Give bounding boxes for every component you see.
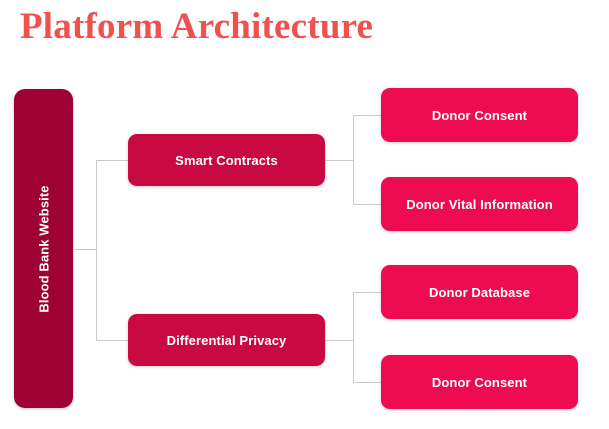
connector-root-to-smart-contracts xyxy=(96,160,129,161)
node-label: Donor Consent xyxy=(431,107,528,123)
node-donor-vital-information[interactable]: Donor Vital Information xyxy=(381,177,578,231)
node-differential-privacy[interactable]: Differential Privacy xyxy=(128,314,325,366)
connector-smart-contracts-stub xyxy=(325,160,354,161)
node-donor-consent-top[interactable]: Donor Consent xyxy=(381,88,578,142)
page-title: Platform Architecture xyxy=(20,6,374,47)
connector-smart-contracts-to-donor-vital-information xyxy=(353,204,382,205)
root-node-label: Blood Bank Website xyxy=(36,184,51,313)
node-label: Donor Database xyxy=(428,284,531,300)
root-node-blood-bank-website[interactable]: Blood Bank Website xyxy=(14,89,73,408)
connector-root-to-differential-privacy xyxy=(96,340,129,341)
connector-smart-contracts-spine xyxy=(353,115,354,205)
node-donor-database[interactable]: Donor Database xyxy=(381,265,578,319)
node-label: Differential Privacy xyxy=(166,332,287,348)
node-label: Donor Vital Information xyxy=(406,196,553,212)
connector-smart-contracts-to-donor-consent xyxy=(353,115,382,116)
connector-differential-privacy-to-donor-database xyxy=(353,292,382,293)
connector-root-spine xyxy=(96,160,97,340)
connector-differential-privacy-to-donor-consent xyxy=(353,382,382,383)
node-smart-contracts[interactable]: Smart Contracts xyxy=(128,134,325,186)
node-label: Donor Consent xyxy=(431,374,528,390)
node-donor-consent-bottom[interactable]: Donor Consent xyxy=(381,355,578,409)
node-label: Smart Contracts xyxy=(175,152,278,168)
connector-root-stub xyxy=(73,249,97,250)
connector-differential-privacy-stub xyxy=(325,340,354,341)
connector-differential-privacy-spine xyxy=(353,292,354,382)
